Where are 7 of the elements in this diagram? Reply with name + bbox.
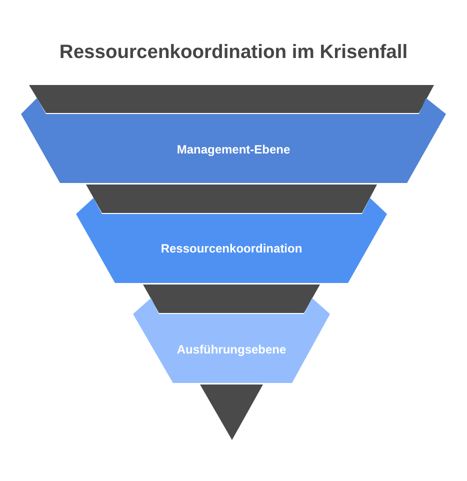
title: Ressourcenkoordination im Krisenfall (59, 41, 408, 65)
funnel-level (21, 114, 446, 183)
level-label: Ressourcenkoordination (160, 242, 302, 256)
level-label: Management-Ebene (176, 142, 290, 158)
funnel-level (76, 214, 387, 283)
level-label: Ausführungsebene (176, 342, 286, 358)
funnel-level (133, 314, 330, 383)
